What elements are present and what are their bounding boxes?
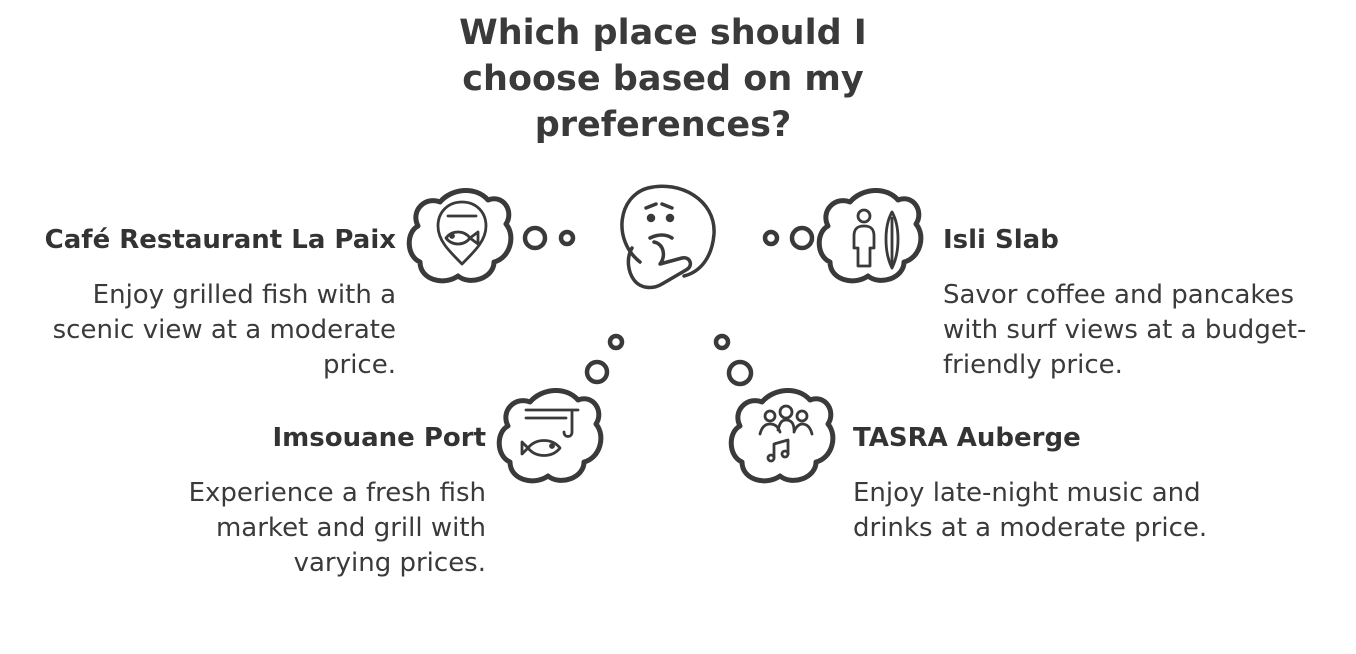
option-title-isli: Isli Slab bbox=[943, 225, 1059, 255]
fish-location-icon bbox=[406, 188, 514, 284]
option-description-isli: Savor coffee and pancakes with surf view… bbox=[943, 280, 1307, 380]
thinking-face-icon bbox=[620, 184, 716, 290]
option-title-cafe: Café Restaurant La Paix bbox=[44, 225, 396, 255]
thought-dots-bottom-left bbox=[584, 333, 625, 385]
surfer-icon bbox=[816, 188, 924, 284]
thought-dots-left bbox=[522, 225, 576, 251]
thought-dots-bottom-right bbox=[713, 333, 754, 387]
diagram-title: Which place should I choose based on my … bbox=[459, 13, 867, 145]
option-title-tasra: TASRA Auberge bbox=[853, 423, 1081, 453]
fishing-icon bbox=[496, 388, 604, 484]
option-description-cafe: Enjoy grilled fish with a scenic view at… bbox=[52, 280, 396, 380]
option-description-tasra: Enjoy late-night music and drinks at a m… bbox=[853, 478, 1208, 543]
option-title-port: Imsouane Port bbox=[272, 423, 486, 453]
music-group-icon bbox=[728, 388, 836, 484]
thought-dots-right bbox=[762, 225, 815, 251]
option-description-port: Experience a fresh fish market and grill… bbox=[188, 478, 486, 578]
